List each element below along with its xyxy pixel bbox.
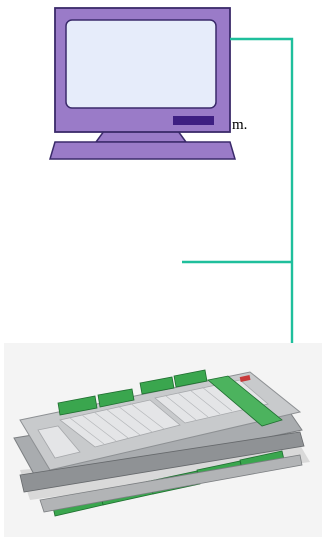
text-fragment: m. bbox=[232, 116, 247, 134]
monitor-screen bbox=[66, 20, 216, 108]
monitor-to-controller-line bbox=[230, 39, 292, 355]
io-controller-board-icon bbox=[4, 343, 322, 537]
monitor-slot bbox=[173, 116, 214, 125]
monitor-icon bbox=[50, 8, 235, 159]
